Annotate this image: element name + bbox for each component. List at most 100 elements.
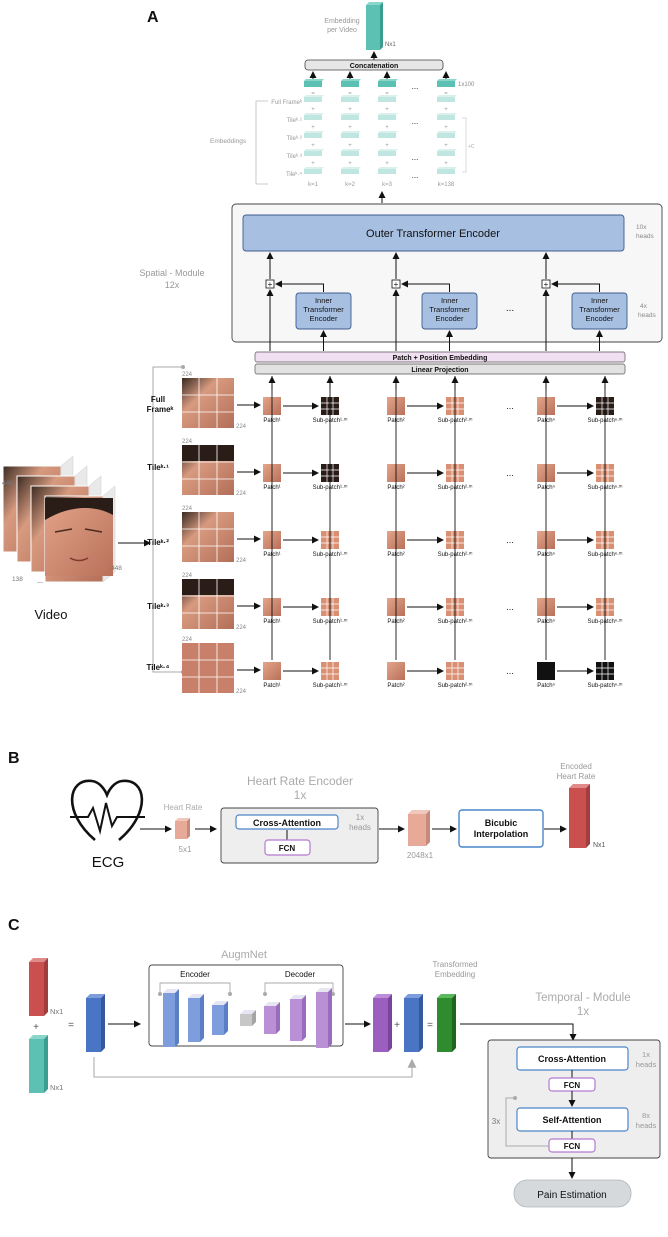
arrow-inner-to-add: [551, 280, 600, 292]
tile-size-top: 224: [182, 372, 193, 378]
subpatch-grid: [321, 531, 339, 549]
panel-c-label: C: [8, 917, 20, 934]
video-size-448-right: 448: [111, 565, 122, 572]
layer-face: [163, 993, 175, 1047]
bar-top: [437, 149, 457, 151]
bar-face: [437, 115, 455, 120]
bar-top: [437, 167, 457, 169]
plus-mark: +: [444, 161, 448, 167]
hr-cross-attention-box: [235, 814, 339, 830]
spatial-module-label-2: 12x: [165, 280, 180, 290]
tiles-bracket: [152, 366, 183, 673]
subpatch-grid: [596, 531, 614, 549]
embedding-per-video-label-1: Embedding: [324, 18, 360, 25]
bar-top: [304, 131, 324, 133]
bar-face: [437, 169, 455, 174]
bar-face: [341, 151, 359, 156]
temporal-module-title: Temporal - Module: [535, 992, 630, 1004]
equals-mark: =: [444, 91, 448, 97]
row-label-tile-1: Tileᵏ·¹: [287, 117, 302, 124]
row-embedding-bar: [341, 167, 361, 174]
bar-top: [378, 113, 398, 115]
row-embedding-bar: [437, 95, 457, 102]
inner-encoder-box: [571, 292, 628, 330]
row-embedding-bar: [341, 131, 361, 138]
video-frame-stack: ......: [2, 455, 116, 585]
heart-rate-label: Heart Rate: [164, 803, 203, 812]
patch-position-embedding-bar: [254, 351, 626, 363]
video-front-frame: [45, 498, 113, 576]
bar-top: [378, 79, 398, 81]
plus-mark: +: [444, 143, 448, 149]
temporal-heads-8x-2: heads: [636, 1121, 657, 1130]
bar-top: [304, 95, 324, 97]
panel-a: A Embedding per Video Nx1 Concatenation …: [2, 2, 663, 695]
row-label-full-frame: Full Frameᵏ: [271, 99, 303, 106]
spatial-module-label-1: Spatial - Module: [139, 268, 204, 278]
augmnet-layer: [264, 1002, 280, 1034]
layer-top: [264, 1002, 280, 1006]
layer-side: [328, 988, 332, 1048]
concatenation-box: [304, 59, 444, 71]
k-label-3: k=3: [382, 182, 393, 188]
add-op-box: [391, 279, 401, 289]
inner-encoder-label: Transformer: [579, 305, 620, 314]
tile-row-label-full: Full: [151, 395, 165, 404]
bar-face: [341, 133, 359, 138]
layer-side: [302, 995, 306, 1041]
tile-row-4: 224224Patch¹Sub-patch¹·ᵐPatch²Sub-patch²…: [182, 573, 623, 631]
bar-face: [437, 81, 455, 87]
inner-encoder-box: [421, 292, 478, 330]
hr-fcn-label: FCN: [279, 844, 296, 853]
row-ellipsis: ...: [506, 602, 514, 612]
layer-top: [163, 989, 179, 993]
tile-hair: [182, 445, 234, 461]
concat-embedding-bar: [378, 79, 398, 87]
row-embedding-bar: [341, 113, 361, 120]
augmnet-layer: [163, 989, 179, 1047]
hr-heads-1: 1x: [356, 813, 364, 822]
tile-size-top: 224: [182, 637, 193, 643]
row-embedding-bar: [378, 149, 398, 156]
inner-encoder-label: Encoder: [310, 314, 338, 323]
plus-mark: +: [311, 107, 315, 113]
patch-1: [263, 662, 281, 680]
panel-b-label: B: [8, 750, 20, 767]
layer-top: [212, 1001, 228, 1005]
red-input-bar: [29, 958, 48, 1016]
subpatch-grid: [596, 598, 614, 616]
add-op-box: [265, 279, 275, 289]
augmnet-layer: [188, 994, 204, 1042]
row-embedding-bar: [378, 113, 398, 120]
layer-face: [240, 1014, 252, 1026]
row-embedding-bar: [341, 149, 361, 156]
tile-size-right: 224: [236, 558, 247, 564]
row-label-tile-4: Tileᵏ·⁴: [286, 171, 302, 178]
bar-face: [304, 97, 322, 102]
video-ellipsis-top: ...: [90, 498, 96, 505]
bar-face: [341, 169, 359, 174]
embedding-grid: =++++=++++=++++=++++: [304, 71, 457, 174]
tile-row-2: 224224Patch¹Sub-patch¹·ᵐPatch²Sub-patch²…: [182, 439, 623, 497]
tile-row-label-tile-4: Tileᵏ·⁴: [146, 663, 169, 672]
augmnet-layer: [212, 1001, 228, 1035]
augmented-output-bar: [373, 994, 392, 1052]
embed-ellipsis-2: ...: [412, 117, 419, 126]
subpatch-2: [446, 662, 464, 680]
subpatch-grid: [596, 464, 614, 482]
concat-embedding-bar: [341, 79, 361, 87]
tile-size-right: 224: [236, 491, 247, 497]
add-op-sign: +: [394, 280, 399, 289]
patch-position-embedding-label: Patch + Position Embedding: [393, 355, 488, 362]
k-label-2: k=2: [345, 182, 356, 188]
temporal-fcn-2-label: FCN: [564, 1142, 581, 1151]
tile-size-right: 224: [236, 689, 247, 695]
plus-sign-2: +: [394, 1020, 400, 1031]
equals-mark: =: [385, 91, 389, 97]
mouth: [69, 557, 89, 562]
layer-face: [212, 1005, 224, 1035]
transformed-embedding-label-2: Embedding: [435, 970, 475, 979]
inner-encoder-label: Transformer: [303, 305, 344, 314]
subpatch-label: Sub-patchⁿ·ᵐ: [588, 682, 624, 689]
